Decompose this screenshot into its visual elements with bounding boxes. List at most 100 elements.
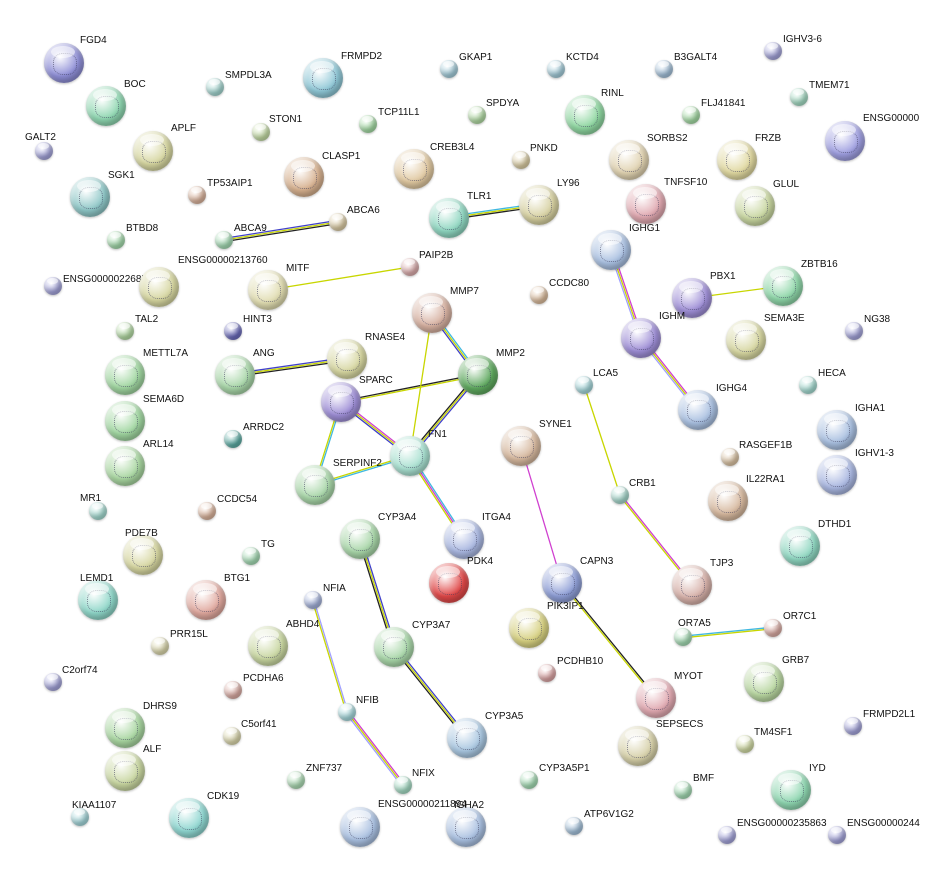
node-flj41841[interactable] [682, 106, 700, 124]
edge-abca9-abca6[interactable] [223, 219, 339, 243]
node-abca6[interactable] [329, 213, 347, 231]
node-or7c1[interactable] [764, 619, 782, 637]
node-tm4sf1[interactable] [736, 735, 754, 753]
node-frzb[interactable] [717, 140, 757, 180]
node-dhrs9[interactable] [105, 708, 145, 748]
node-sgk1[interactable] [70, 177, 110, 217]
edge-mmp7-fn1[interactable] [409, 312, 433, 457]
node-znf737[interactable] [287, 771, 305, 789]
node-tjp3[interactable] [672, 565, 712, 605]
node-zbtb16[interactable] [763, 266, 803, 306]
node-sorbs2[interactable] [609, 140, 649, 180]
node-ighg1[interactable] [591, 230, 631, 270]
node-ensg00000235863[interactable] [718, 826, 736, 844]
node-crb1[interactable] [611, 486, 629, 504]
node-bmf[interactable] [674, 781, 692, 799]
node-galt2[interactable] [35, 142, 53, 160]
node-ly96[interactable] [519, 185, 559, 225]
node-tg[interactable] [242, 547, 260, 565]
edge-nfib-nfix[interactable] [345, 710, 405, 787]
edge-lca5-crb1[interactable] [583, 384, 621, 496]
node-sema6d[interactable] [105, 401, 145, 441]
node-rasgef1b[interactable] [721, 448, 739, 466]
node-lca5[interactable] [575, 376, 593, 394]
node-boc[interactable] [86, 86, 126, 126]
node-cyp3a5p1[interactable] [520, 771, 538, 789]
node-ccdc80[interactable] [530, 286, 548, 304]
node-cyp3a4[interactable] [340, 519, 380, 559]
node-grb7[interactable] [744, 662, 784, 702]
edge-or7a5-or7c1[interactable] [682, 626, 774, 639]
node-tcp11l1[interactable] [359, 115, 377, 133]
node-serpinf2[interactable] [295, 465, 335, 505]
edge-syne1-capn3[interactable] [520, 445, 563, 584]
node-mr1[interactable] [89, 502, 107, 520]
node-arrdc2[interactable] [224, 430, 242, 448]
node-ensg00000244[interactable] [828, 826, 846, 844]
node-tlr1[interactable] [429, 198, 469, 238]
node-cyp3a5[interactable] [447, 718, 487, 758]
node-ighv1-3[interactable] [817, 455, 857, 495]
node-or7a5[interactable] [674, 628, 692, 646]
node-ighv3-6[interactable] [764, 42, 782, 60]
node-kctd4[interactable] [547, 60, 565, 78]
node-c2orf74[interactable] [44, 673, 62, 691]
node-mitf[interactable] [248, 270, 288, 310]
node-iyd[interactable] [771, 770, 811, 810]
node-pdk4[interactable] [429, 563, 469, 603]
node-ccdc54[interactable] [198, 502, 216, 520]
node-frmpd2l1[interactable] [844, 717, 862, 735]
node-capn3[interactable] [542, 563, 582, 603]
edge-sparc-mmp2[interactable] [340, 373, 479, 404]
edge-capn3-myot[interactable] [560, 582, 658, 699]
node-heca[interactable] [799, 376, 817, 394]
node-abhd4[interactable] [248, 626, 288, 666]
node-myot[interactable] [636, 678, 676, 718]
node-abca9[interactable] [215, 231, 233, 249]
node-mmp2[interactable] [458, 355, 498, 395]
node-fgd4[interactable] [44, 43, 84, 83]
node-tp53aip1[interactable] [188, 186, 206, 204]
node-igha1[interactable] [817, 410, 857, 450]
node-ensg00000213760[interactable] [139, 267, 179, 307]
node-ston1[interactable] [252, 123, 270, 141]
node-nfix[interactable] [394, 776, 412, 794]
node-ighm[interactable] [621, 318, 661, 358]
node-dthd1[interactable] [780, 526, 820, 566]
node-igha2[interactable] [446, 807, 486, 847]
node-cdk19[interactable] [169, 798, 209, 838]
node-kiaa1107[interactable] [71, 808, 89, 826]
node-rnase4[interactable] [327, 339, 367, 379]
node-sparc[interactable] [321, 382, 361, 422]
node-ensg00000226850[interactable] [44, 277, 62, 295]
node-atp6v1g2[interactable] [565, 817, 583, 835]
node-nfia[interactable] [304, 591, 322, 609]
node-pcdhb10[interactable] [538, 664, 556, 682]
node-itga4[interactable] [444, 519, 484, 559]
node-creb3l4[interactable] [394, 149, 434, 189]
node-hint3[interactable] [224, 322, 242, 340]
node-prr15l[interactable] [151, 637, 169, 655]
edge-mitf-paip2b[interactable] [267, 266, 411, 291]
node-lemd1[interactable] [78, 580, 118, 620]
node-il22ra1[interactable] [708, 481, 748, 521]
node-pbx1[interactable] [672, 278, 712, 318]
node-arl14[interactable] [105, 446, 145, 486]
node-smpdl3a[interactable] [206, 78, 224, 96]
node-spdya[interactable] [468, 106, 486, 124]
node-btg1[interactable] [186, 580, 226, 620]
node-rinl[interactable] [565, 95, 605, 135]
node-glul[interactable] [735, 186, 775, 226]
node-ighg4[interactable] [678, 390, 718, 430]
node-btbd8[interactable] [107, 231, 125, 249]
node-pnkd[interactable] [512, 151, 530, 169]
node-ensg00000211894[interactable] [340, 807, 380, 847]
node-pcdha6[interactable] [224, 681, 242, 699]
node-c5orf41[interactable] [223, 727, 241, 745]
node-mmp7[interactable] [412, 293, 452, 333]
node-nfib[interactable] [338, 703, 356, 721]
node-sepsecs[interactable] [618, 726, 658, 766]
node-alf[interactable] [105, 751, 145, 791]
node-frmpd2[interactable] [303, 58, 343, 98]
node-mettl7a[interactable] [105, 355, 145, 395]
